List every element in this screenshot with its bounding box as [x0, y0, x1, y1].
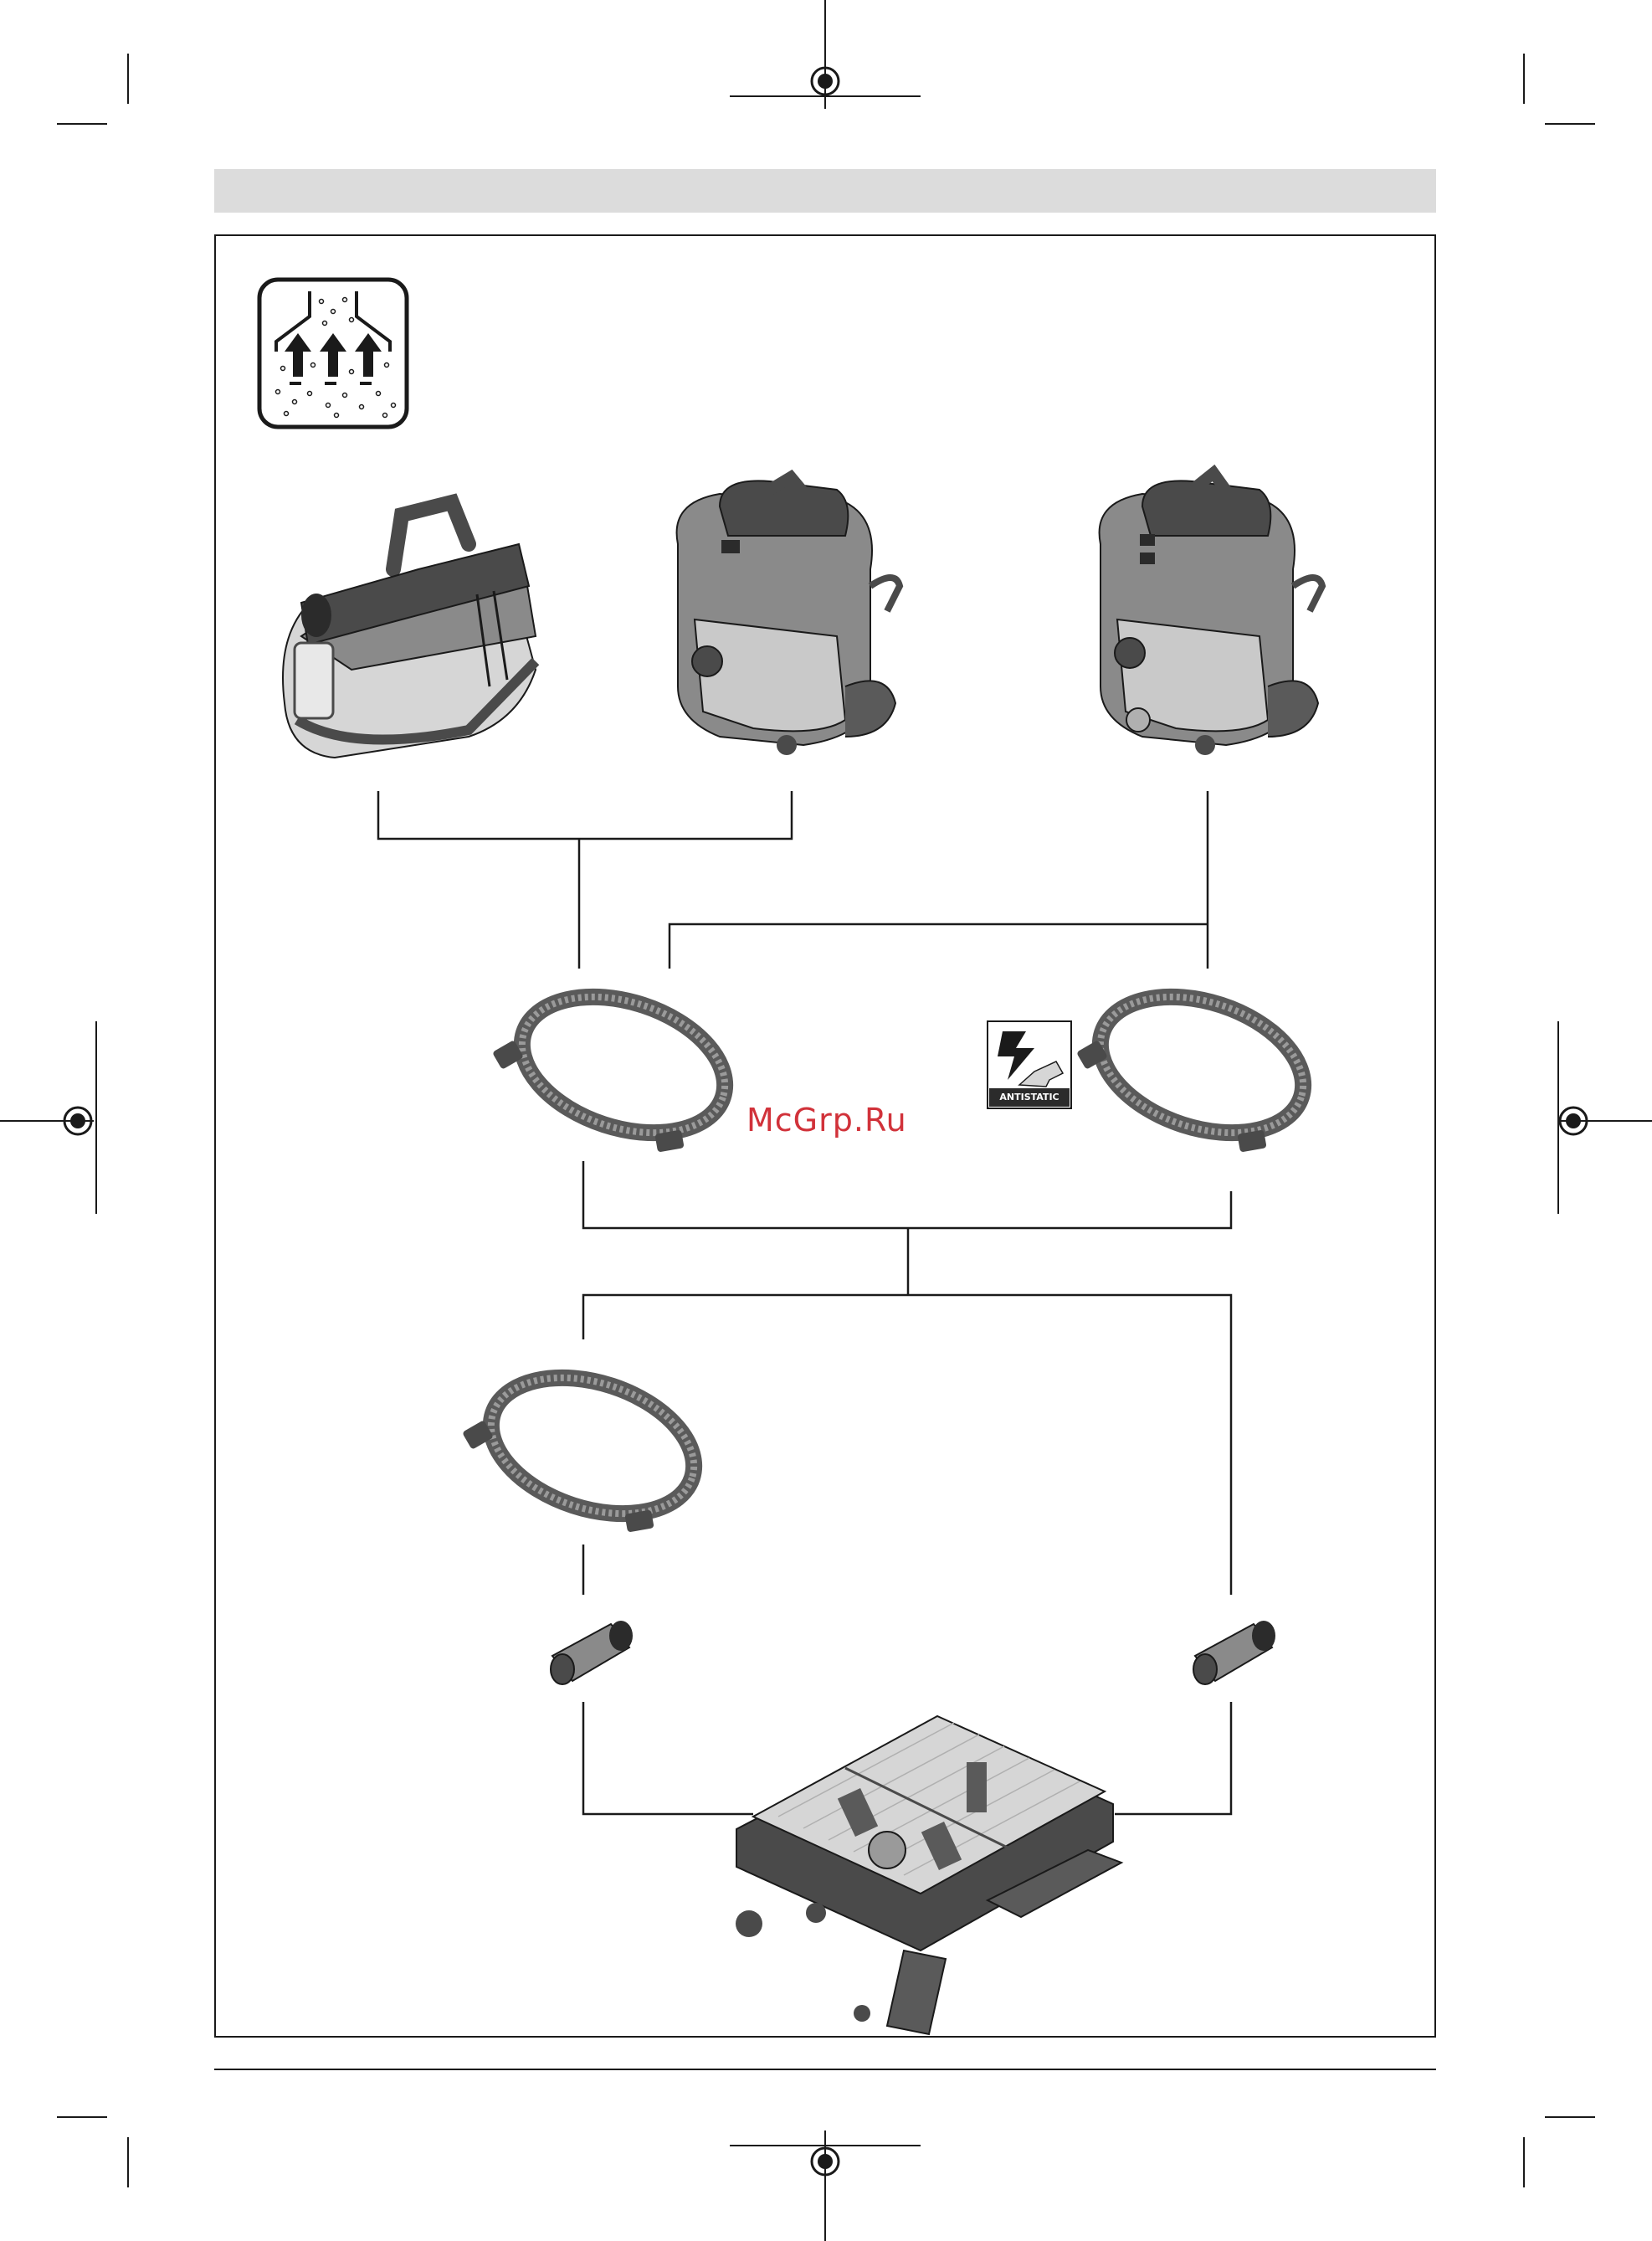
adapter-right — [1193, 1621, 1275, 1684]
adapter-left — [551, 1621, 633, 1684]
wet-dry-vacuum-basic — [677, 477, 900, 755]
table-saw — [736, 1716, 1121, 2034]
connector-lines — [378, 791, 1231, 1814]
compact-dust-extractor — [283, 502, 536, 758]
extension-hose — [462, 1354, 711, 1538]
standard-hose — [492, 973, 742, 1157]
dust-extraction-icon — [259, 280, 407, 427]
watermark-text: McGrp.Ru — [746, 1102, 907, 1138]
antistatic-hose — [1076, 973, 1321, 1157]
antistatic-label: ANTISTATIC — [989, 1088, 1070, 1107]
wet-dry-vacuum-advanced — [1100, 473, 1322, 755]
